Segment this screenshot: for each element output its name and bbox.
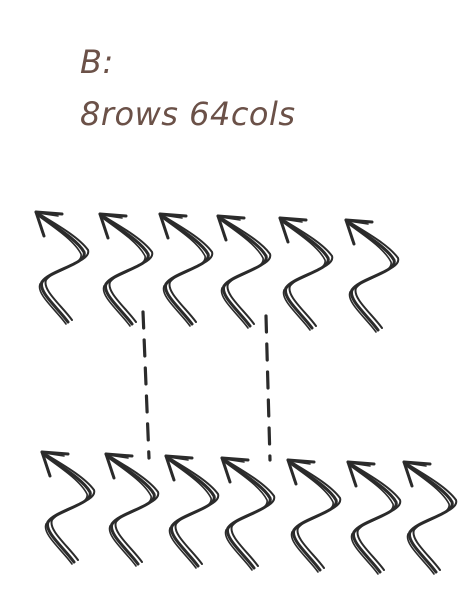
diagram-label: B: 8rows 64cols (80, 36, 296, 140)
dashed-connector-left (141, 310, 151, 460)
zigzag-arrow-icon (220, 456, 276, 572)
zigzag-arrow-icon (164, 454, 220, 570)
bottom-row (40, 450, 458, 576)
zigzag-arrow-icon (34, 210, 90, 326)
top-row (34, 210, 400, 334)
zigzag-arrow-icon (158, 212, 214, 328)
zigzag-arrow-icon (40, 450, 96, 566)
zigzag-arrow-icon (402, 460, 458, 576)
label-line-1: B: (80, 43, 114, 81)
zigzag-arrow-icon (286, 458, 342, 574)
zigzag-arrow-icon (216, 214, 272, 330)
zigzag-arrow-icon (346, 460, 402, 576)
zigzag-arrow-icon (344, 218, 400, 334)
zigzag-arrow-icon (98, 212, 154, 328)
zigzag-arrow-icon (278, 216, 334, 332)
connectors (141, 310, 272, 462)
label-line-2: 8rows 64cols (80, 95, 296, 133)
dashed-connector-right (264, 314, 272, 462)
zigzag-arrow-icon (104, 452, 160, 568)
